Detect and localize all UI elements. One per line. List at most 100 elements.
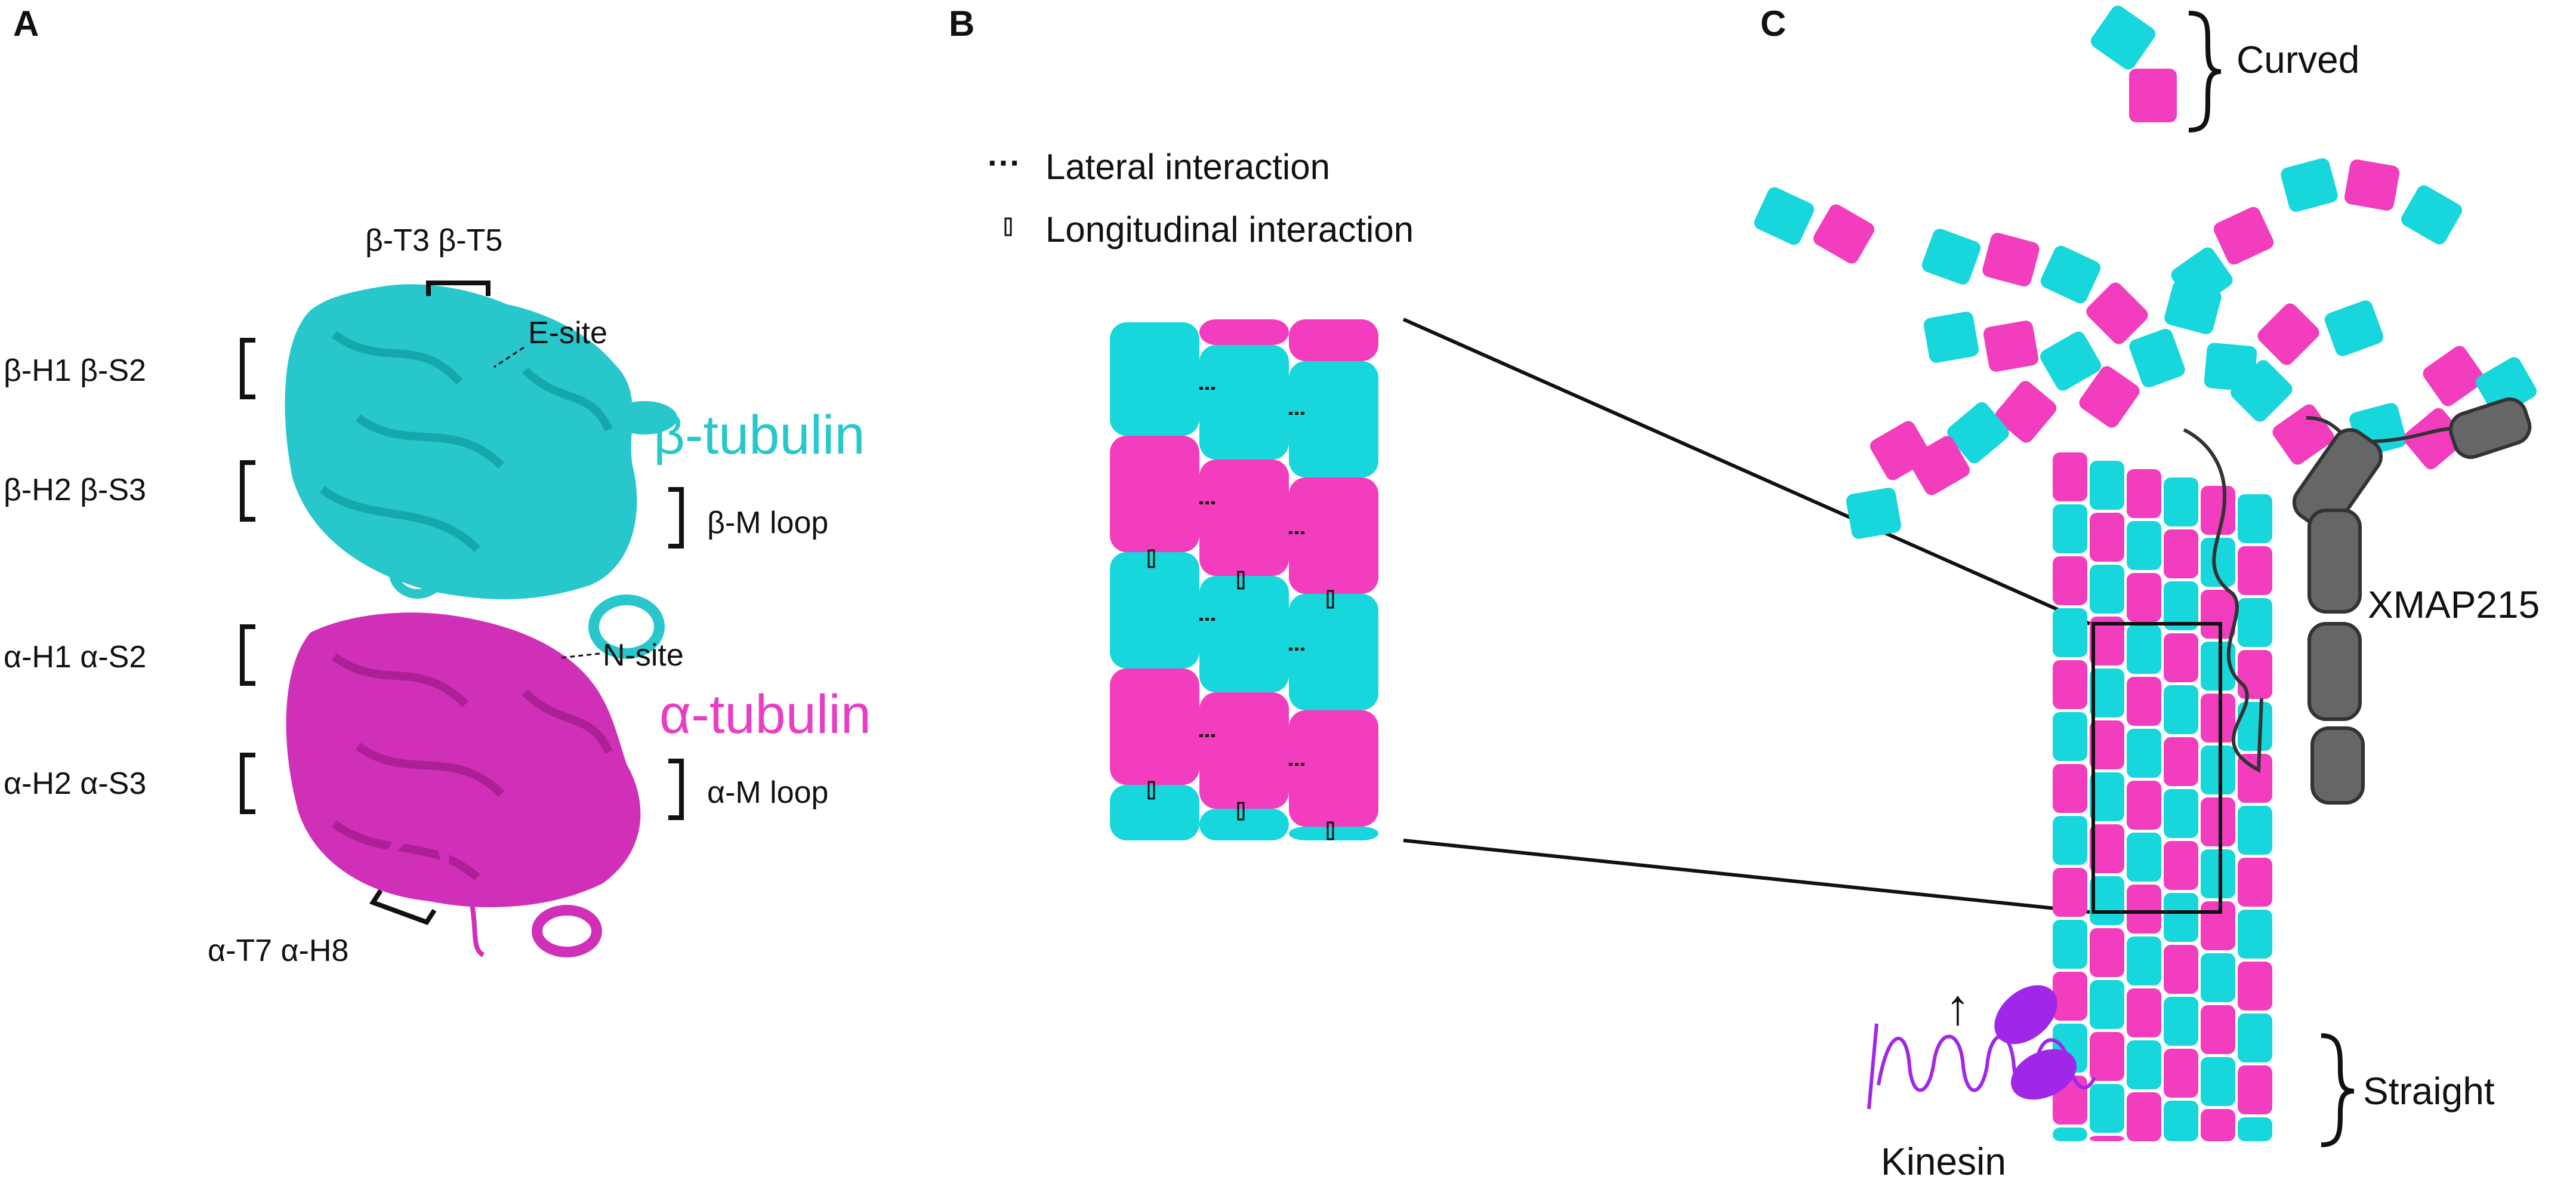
curved-legend-magenta xyxy=(2129,69,2177,122)
lattice-subunit xyxy=(2238,494,2272,543)
beta-t3-t5-label: β-T3 β-T5 xyxy=(365,223,502,258)
lattice-subunit xyxy=(2164,1101,2198,1141)
curved-protofilaments xyxy=(1754,158,2537,539)
lattice-subunit xyxy=(2164,789,2198,838)
lattice-subunit xyxy=(1199,460,1289,576)
panel-b-letter: B xyxy=(949,4,974,44)
lattice-subunit xyxy=(1199,809,1289,840)
curved-subunit xyxy=(2086,282,2148,344)
lattice-subunit xyxy=(1289,319,1378,361)
beta-tubulin-label: β-tubulin xyxy=(653,405,865,466)
lattice-subunit xyxy=(2201,486,2235,535)
lattice-subunit xyxy=(1110,552,1199,668)
lattice-subunit xyxy=(2127,469,2161,518)
lateral-dot xyxy=(1199,387,1203,390)
lattice-subunit xyxy=(2090,513,2124,562)
lateral-dot xyxy=(1205,618,1209,621)
lattice-subunit xyxy=(2201,849,2235,898)
curved-subunit xyxy=(2257,303,2319,365)
legend-longitudinal-icon xyxy=(1004,217,1012,236)
alpha-m-loop-label: α-M loop xyxy=(707,775,828,810)
curved-subunit xyxy=(2213,207,2274,265)
lattice-subunit xyxy=(2201,901,2235,950)
alpha-tubulin-structure xyxy=(286,612,641,957)
lateral-dot xyxy=(1295,763,1298,766)
straight-label: Straight xyxy=(2363,1070,2495,1113)
lattice-subunit xyxy=(2201,642,2235,691)
panel-a: A xyxy=(4,4,871,968)
curved-legend-cyan xyxy=(2090,5,2156,70)
curved-subunit xyxy=(2344,159,2400,211)
beta-h2-s3-label: β-H2 β-S3 xyxy=(4,473,146,507)
lattice-subunit xyxy=(1289,361,1378,477)
curved-subunit xyxy=(1982,233,2040,286)
lattice-subunit xyxy=(2201,1057,2235,1106)
lattice-subunit xyxy=(1289,594,1378,710)
curved-subunit xyxy=(2476,357,2537,417)
lattice-subunit xyxy=(2238,1117,2272,1141)
curved-subunit xyxy=(1754,187,1815,245)
lattice-subunit xyxy=(1289,477,1378,594)
longitudinal-mark xyxy=(1147,549,1155,568)
lattice-subunit xyxy=(2053,660,2087,709)
lattice-subunit xyxy=(2201,538,2235,587)
lattice-subunit xyxy=(2053,816,2087,865)
lattice-subunit xyxy=(2090,928,2124,977)
lattice-subunit xyxy=(2053,1127,2087,1141)
curved-subunit xyxy=(2040,331,2101,391)
xmap215 xyxy=(2183,398,2532,805)
lattice-subunit xyxy=(2053,972,2087,1021)
lattice-subunit xyxy=(2127,936,2161,985)
lattice-subunit xyxy=(2201,1109,2235,1141)
zoom-box xyxy=(2091,622,2222,914)
lattice-subunit xyxy=(2090,720,2124,769)
lattice-subunit xyxy=(2127,988,2161,1037)
lattice-subunit xyxy=(1110,436,1199,552)
lattice-subunit xyxy=(2238,910,2272,959)
lattice-subunit xyxy=(2201,797,2235,846)
curved-subunit xyxy=(1923,312,1979,363)
alpha-tubulin-label: α-tubulin xyxy=(659,684,871,745)
lattice-subunit xyxy=(2164,581,2198,630)
e-site-label: E-site xyxy=(528,316,607,350)
lattice-subunit xyxy=(2053,868,2087,917)
lattice-subunit xyxy=(1289,710,1378,827)
lateral-dot xyxy=(1301,531,1304,534)
lattice-subunit xyxy=(2090,668,2124,717)
curved-subunit xyxy=(2040,245,2101,304)
lattice-subunit xyxy=(2201,694,2235,743)
lattice-subunit xyxy=(2164,685,2198,734)
lattice-subunit xyxy=(2238,1065,2272,1114)
lattice-subunit xyxy=(2053,920,2087,969)
lattice-subunit xyxy=(1110,668,1199,785)
lattice-subunit xyxy=(1110,322,1199,436)
curved-subunit xyxy=(1947,402,2009,464)
curved-brace xyxy=(2188,11,2222,133)
lattice-subunit xyxy=(2090,824,2124,873)
kinesin xyxy=(1867,985,2096,1110)
lateral-dot xyxy=(1211,734,1215,737)
lattice-subunit xyxy=(2164,529,2198,578)
direction-arrow-icon: ↑ xyxy=(1945,979,1970,1035)
lattice-subunit xyxy=(2053,504,2087,553)
curved-subunit xyxy=(1813,204,1874,264)
lattice-subunit xyxy=(2164,737,2198,786)
alpha-t7-h8-label: α-T7 α-H8 xyxy=(208,934,348,968)
lattice-subunit xyxy=(2090,1032,2124,1081)
curved-subunit xyxy=(2401,185,2462,245)
lateral-dot xyxy=(1289,763,1292,766)
legend-dots-icon: ··· xyxy=(988,144,1021,181)
longitudinal-mark xyxy=(1326,821,1334,840)
lattice-subunit xyxy=(2164,893,2198,942)
lattice-subunit xyxy=(2238,650,2272,699)
lattice-subunit xyxy=(2127,1040,2161,1089)
lattice-subunit xyxy=(2053,608,2087,657)
curved-subunit xyxy=(2281,158,2338,212)
lattice-subunit xyxy=(2127,833,2161,882)
lattice-subunit xyxy=(2053,764,2087,813)
curved-subunit xyxy=(2423,346,2485,406)
lateral-dot xyxy=(1295,648,1298,651)
curved-subunit xyxy=(1995,381,2057,443)
panel-c: C Curved XMAP215 Straight ↑ Kinesin xyxy=(1754,4,2540,1183)
